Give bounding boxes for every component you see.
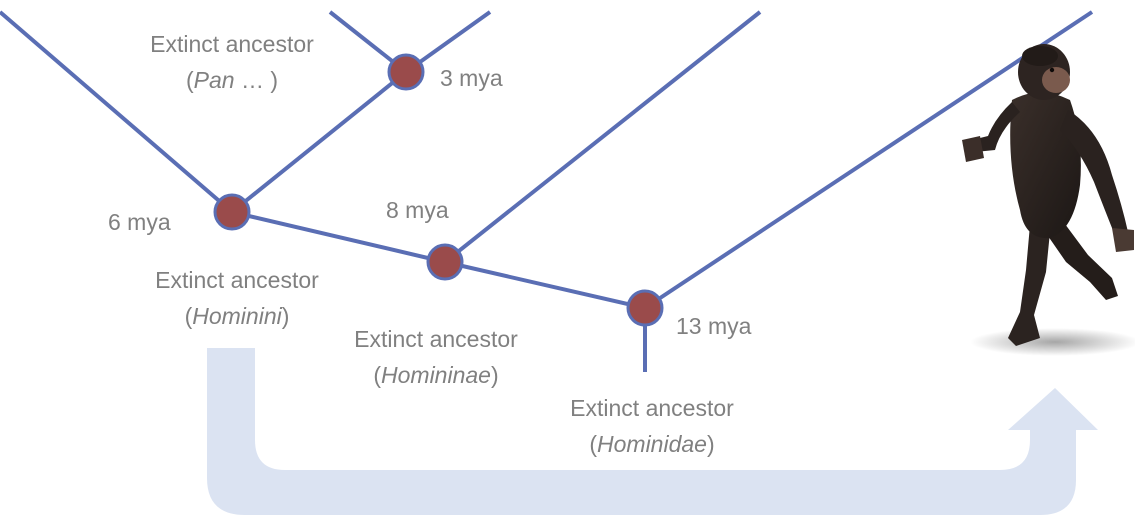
svg-text:(Homininae): (Homininae) (373, 362, 498, 388)
branch-homininae-right (445, 12, 760, 262)
age-label-hominini: 6 mya (108, 209, 171, 235)
svg-text:(Pan … ): (Pan … ) (186, 67, 278, 93)
branch-homininae-to-hominidae (445, 262, 645, 308)
svg-text:(Hominini): (Hominini) (185, 303, 290, 329)
node-pan (389, 55, 423, 89)
node-hominini (215, 195, 249, 229)
node-homininae (428, 245, 462, 279)
ancestor-label-hominidae: Extinct ancestor (Hominidae) (570, 395, 734, 457)
age-label-homininae: 8 mya (386, 197, 449, 223)
svg-text:(Hominidae): (Hominidae) (589, 431, 714, 457)
svg-text:Extinct ancestor: Extinct ancestor (570, 395, 734, 421)
svg-text:Extinct ancestor: Extinct ancestor (354, 326, 518, 352)
ancestor-label-hominini: Extinct ancestor (Hominini) (155, 267, 319, 329)
svg-text:Extinct ancestor: Extinct ancestor (155, 267, 319, 293)
node-hominidae (628, 291, 662, 325)
svg-text:Extinct ancestor: Extinct ancestor (150, 31, 314, 57)
age-label-hominidae: 13 mya (676, 313, 752, 339)
walking-ape-figure-icon (962, 44, 1135, 356)
tree-branches (0, 12, 1092, 372)
branch-hominini-to-pan (232, 72, 406, 212)
ancestor-label-homininae: Extinct ancestor (Homininae) (354, 326, 518, 388)
ancestor-label-pan: Extinct ancestor (Pan … ) (150, 31, 314, 93)
age-label-pan: 3 mya (440, 65, 503, 91)
